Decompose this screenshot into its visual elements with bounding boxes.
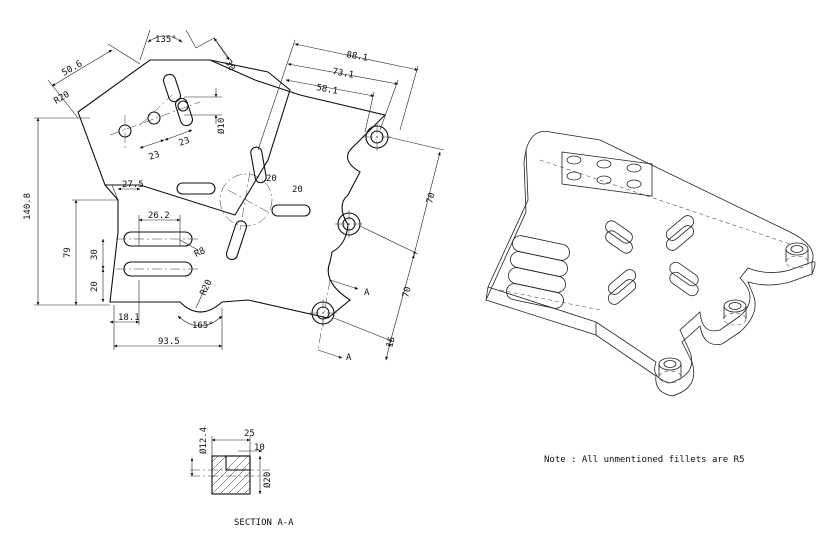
section-mark-a-top: A bbox=[364, 288, 370, 298]
dim-27-5: 27.5 bbox=[122, 180, 144, 190]
dim-23b: 23 bbox=[178, 136, 192, 149]
plate-outline-upper-lug bbox=[77, 59, 291, 216]
dim-73-1: 73.1 bbox=[331, 67, 354, 81]
isometric-view bbox=[485, 131, 816, 397]
dim-r20-top: R20 bbox=[53, 90, 72, 107]
plate-front-view bbox=[77, 59, 392, 327]
dim-58-1: 58.1 bbox=[315, 83, 338, 97]
section-a-a: Ø12.4 25 10 Ø20 SECTION A-A bbox=[190, 427, 294, 528]
slot-left bbox=[176, 182, 216, 195]
dim-50-6: 50.6 bbox=[61, 59, 85, 79]
dim-23a: 23 bbox=[148, 150, 162, 163]
dim-165: 165° bbox=[192, 321, 214, 331]
dim-26-2: 26.2 bbox=[148, 211, 170, 221]
dim-93-5: 93.5 bbox=[158, 337, 180, 347]
dimension-labels: 135° 30 50.6 R20 Ø10 23 23 88.1 73.1 58.… bbox=[23, 35, 438, 363]
iso-outline-bottom bbox=[485, 161, 816, 397]
dim-70-b: 70 bbox=[401, 286, 413, 299]
dim-dia20: Ø20 bbox=[262, 472, 273, 488]
dim-88-1: 88.1 bbox=[345, 50, 368, 64]
dim-30-top: 30 bbox=[222, 59, 236, 73]
lug-hole-2 bbox=[147, 111, 161, 125]
slot-right bbox=[271, 204, 311, 217]
dim-25: 25 bbox=[244, 429, 255, 439]
dim-18-1: 18.1 bbox=[118, 313, 140, 323]
plate-outline bbox=[104, 59, 387, 319]
dim-140-8: 140.8 bbox=[23, 193, 33, 220]
section-counterbore bbox=[225, 455, 251, 471]
dim-20-a: 20 bbox=[266, 174, 277, 184]
iso-hole-right bbox=[785, 242, 809, 269]
dim-r20-bot: R20 bbox=[199, 278, 215, 297]
iso-lug-features bbox=[561, 151, 653, 197]
iso-outline-top bbox=[487, 131, 814, 384]
iso-slots-left bbox=[506, 235, 570, 309]
section-mark-a-bottom: A bbox=[346, 353, 352, 363]
iso-hole-front bbox=[658, 357, 682, 384]
dim-30-left: 30 bbox=[90, 249, 100, 260]
dim-r8: R8 bbox=[193, 246, 207, 260]
dim-dia10: Ø10 bbox=[216, 118, 227, 134]
dim-79: 79 bbox=[63, 247, 73, 258]
dim-70-a: 70 bbox=[425, 192, 437, 205]
section-label: SECTION A-A bbox=[234, 518, 294, 528]
dim-135: 135° bbox=[155, 35, 177, 45]
dim-10: 10 bbox=[254, 443, 265, 453]
dim-20-b: 20 bbox=[292, 185, 303, 195]
slot-bottom bbox=[225, 220, 248, 260]
lug-hole-3 bbox=[177, 100, 189, 112]
iso-slots-center bbox=[605, 215, 699, 305]
dimension-lines bbox=[34, 29, 445, 361]
dim-20-left: 20 bbox=[90, 281, 100, 292]
dim-15: 15 bbox=[385, 336, 397, 349]
lug-slot-2 bbox=[174, 97, 194, 127]
slot-top bbox=[250, 146, 267, 184]
fillet-note: Note : All unmentioned fillets are R5 bbox=[544, 455, 744, 465]
dim-dia12-4: Ø12.4 bbox=[198, 427, 209, 454]
iso-hole-mid bbox=[723, 299, 747, 326]
